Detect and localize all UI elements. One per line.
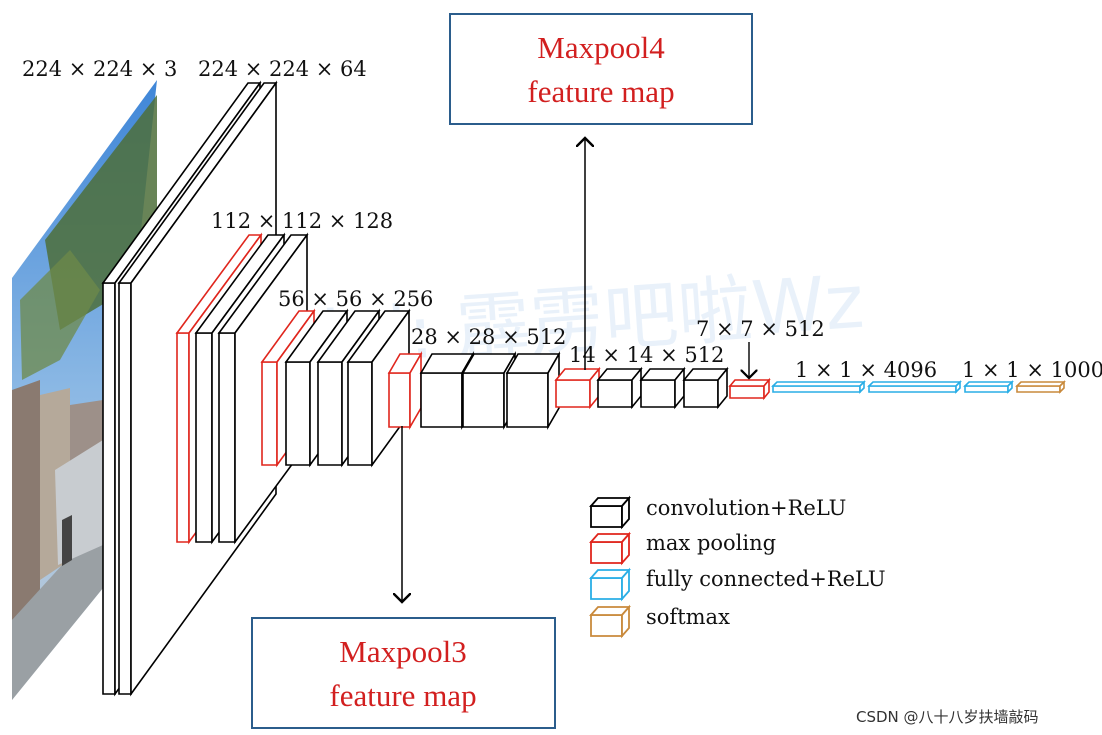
conv3-block <box>260 308 411 468</box>
conv4-block <box>387 351 561 430</box>
maxpool4-callout-box <box>449 13 753 125</box>
fc8-layer <box>964 385 1009 393</box>
label-fc1000-dims: 1 × 1 × 1000 <box>962 358 1102 382</box>
label-conv1-dims: 224 × 224 × 64 <box>198 57 367 81</box>
label-input-dims: 224 × 224 × 3 <box>22 57 177 81</box>
fc7-layer <box>868 385 957 393</box>
legend-item-max-pooling: max pooling <box>589 531 776 566</box>
pool5-block <box>728 377 771 401</box>
legend-label-softmax: softmax <box>646 605 730 629</box>
legend-item-convolution: convolution+ReLU <box>589 495 846 530</box>
maxpool3-title: Maxpool3 <box>339 634 466 669</box>
legend-label-convolution: convolution+ReLU <box>646 496 846 520</box>
fc6-layer <box>772 385 861 393</box>
maxpool3-subtitle: feature map <box>329 678 476 713</box>
softmax-layer <box>1015 380 1066 394</box>
label-conv4-dims: 28 × 28 × 512 <box>411 325 566 349</box>
credit-text: CSDN @八十八岁扶墙敲码 <box>856 708 1039 726</box>
label-pool5-dims: 7 × 7 × 512 <box>696 317 825 341</box>
label-conv3-dims: 56 × 56 × 256 <box>278 287 433 311</box>
legend-label-fully-connected: fully connected+ReLU <box>646 567 886 591</box>
fc-layers <box>771 380 1014 394</box>
maxpool4-title: Maxpool4 <box>537 30 665 65</box>
maxpool3-callout-box <box>251 617 556 729</box>
maxpool4-subtitle: feature map <box>527 74 674 109</box>
legend-label-max-pooling: max pooling <box>646 531 776 555</box>
legend-item-softmax: softmax <box>589 604 730 639</box>
label-conv5-dims: 14 × 14 × 512 <box>569 343 724 367</box>
label-fc4096-dims: 1 × 1 × 4096 <box>795 358 937 382</box>
legend-item-fully-connected: fully connected+ReLU <box>589 567 886 602</box>
label-conv2-dims: 112 × 112 × 128 <box>211 209 393 233</box>
conv5-block <box>554 366 729 410</box>
legend: convolution+ReLU max pooling fully conne… <box>589 495 886 639</box>
